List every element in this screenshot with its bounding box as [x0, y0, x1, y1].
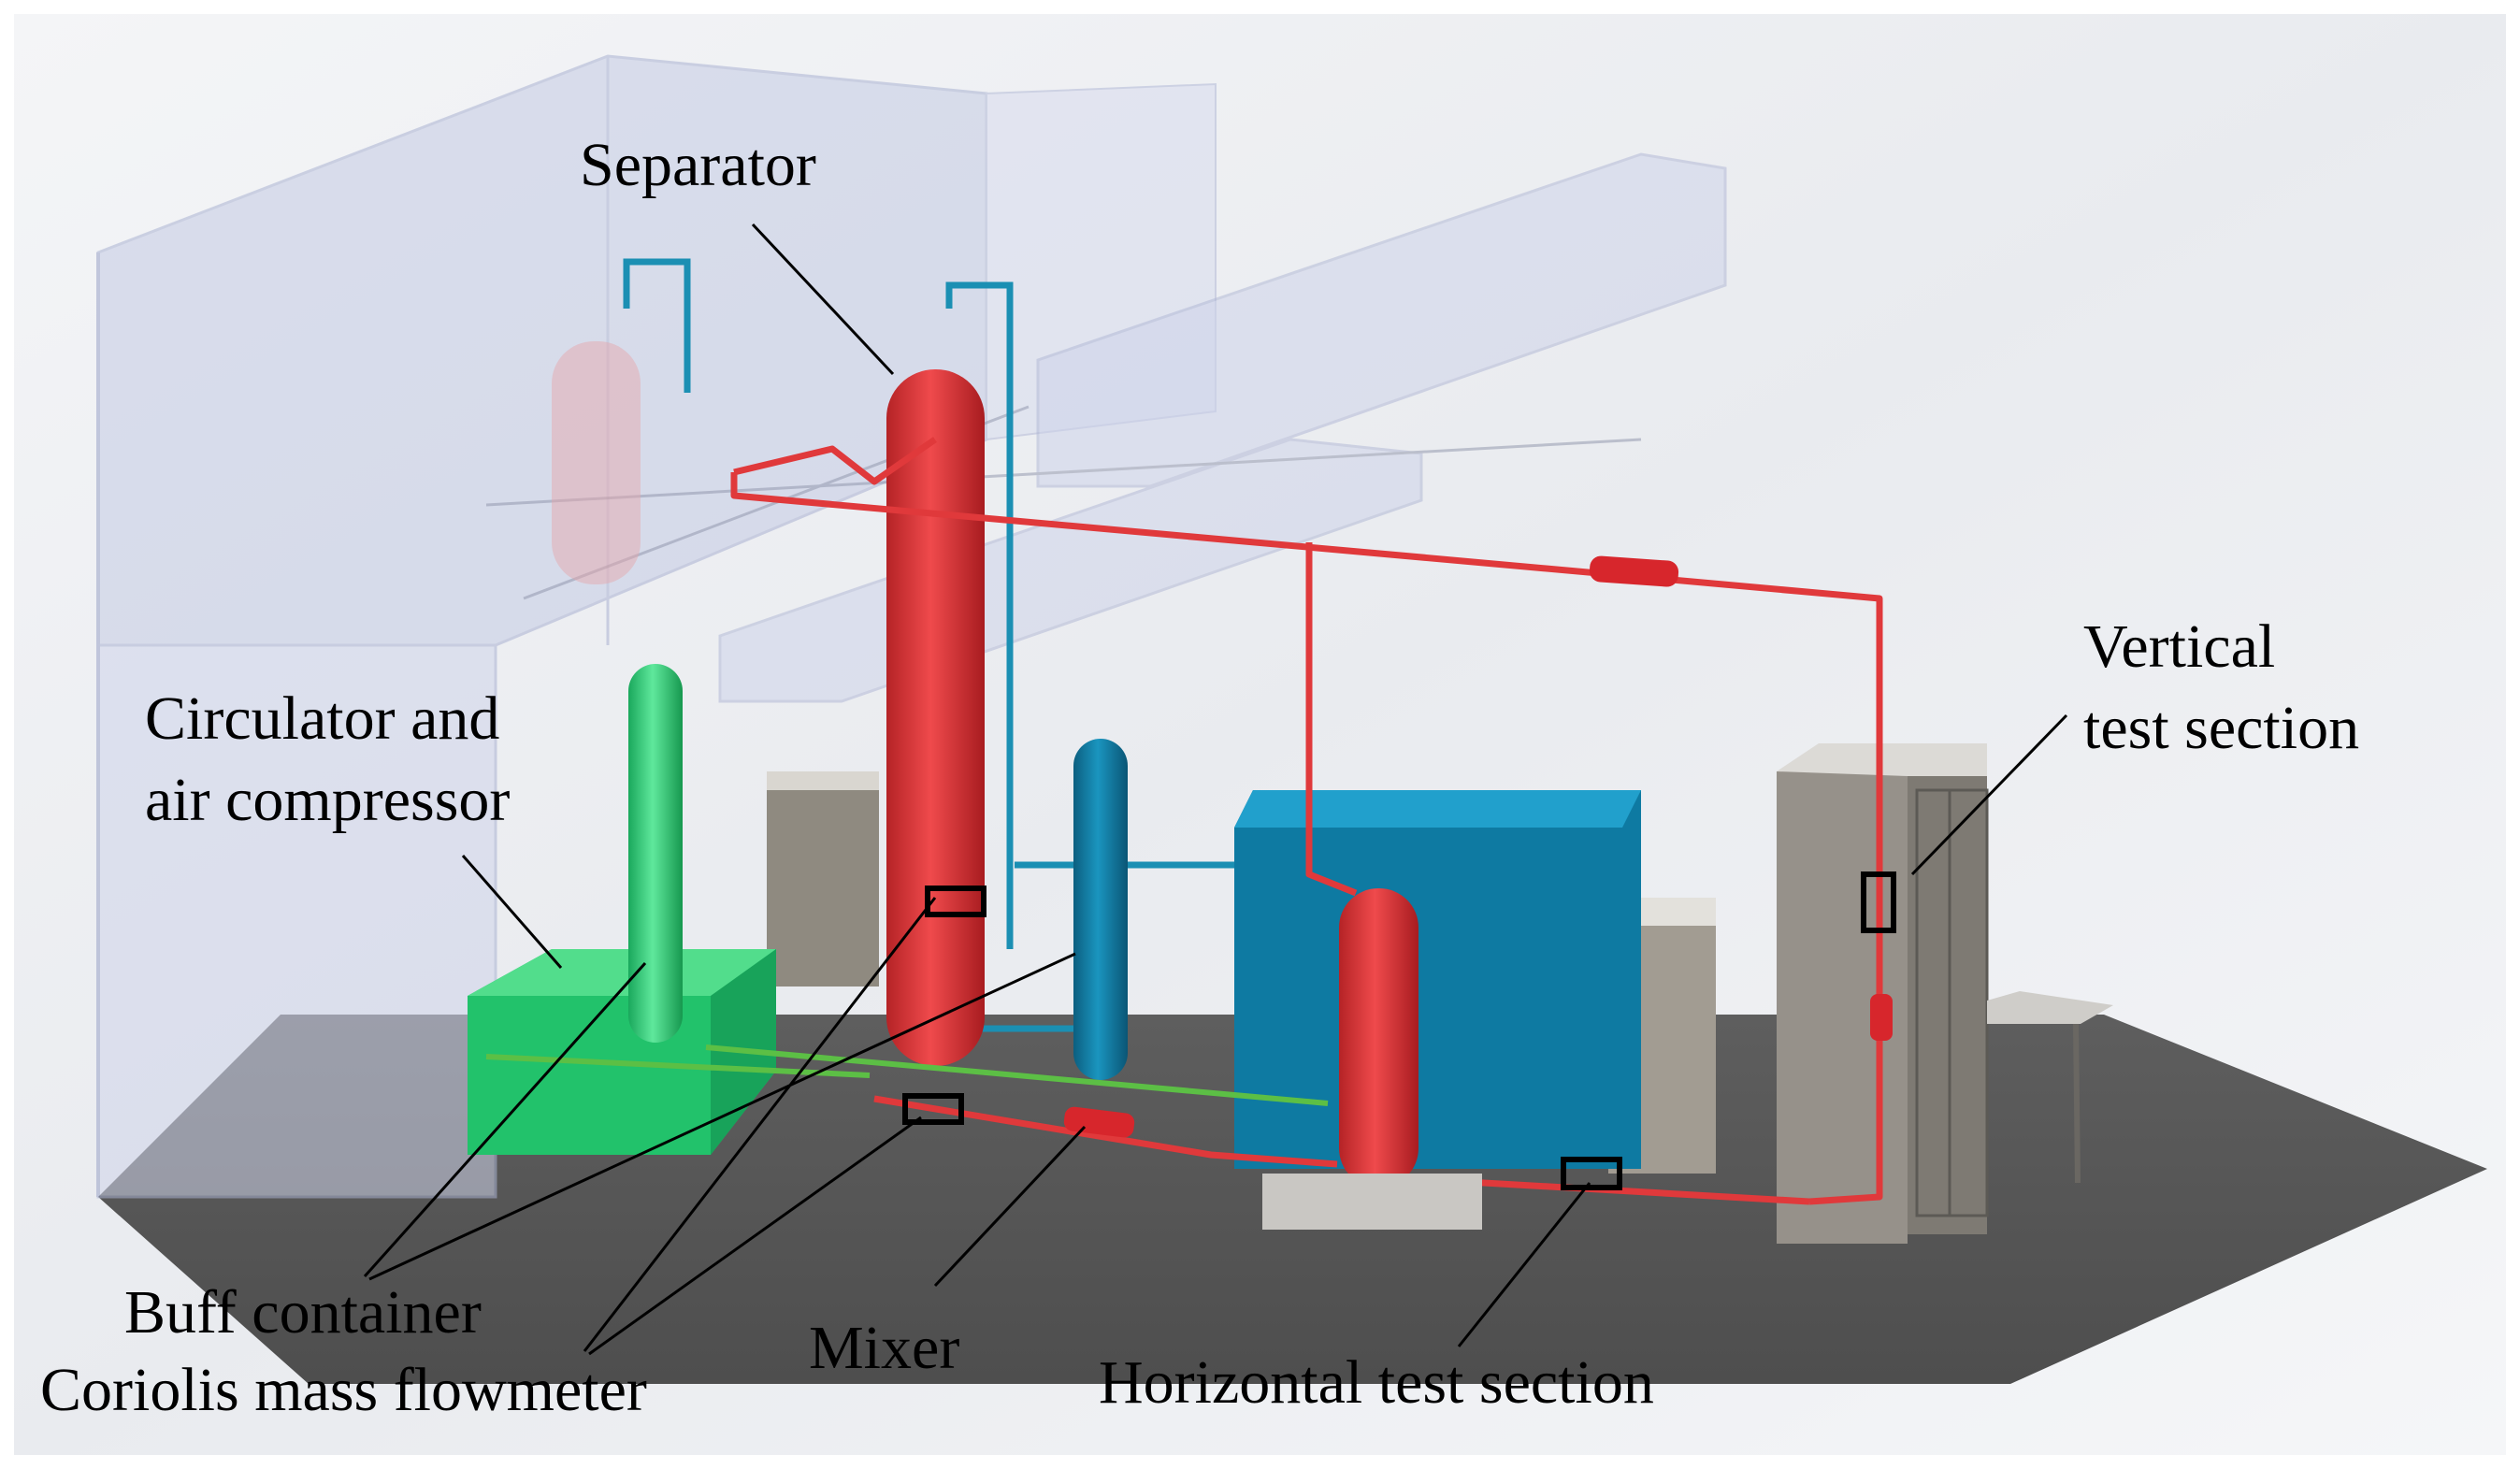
circulator-block [468, 949, 776, 1155]
flowmeter-marker-icon [902, 1093, 964, 1125]
label-vertical-line2: test section [2083, 694, 2359, 762]
label-circulator-line2: air compressor [145, 766, 510, 834]
label-separator: Separator [580, 131, 816, 199]
label-vertical-line1: Vertical [2083, 612, 2275, 681]
separator-vessel [886, 369, 985, 1066]
leader-lines [363, 223, 2068, 1356]
flowmeter-marker-icon [1861, 871, 1896, 933]
horizontal-flowmeter-body [1589, 555, 1679, 587]
concrete-pillar-left [767, 771, 879, 987]
label-mixer: Mixer [809, 1314, 959, 1382]
teal-tank [1234, 790, 1641, 1169]
flowmeter-marker-icon [925, 886, 986, 917]
label-horizontal: Horizontal test section [1099, 1348, 1654, 1417]
side-table [1987, 991, 2113, 1184]
flowmeter-marker-icon [1561, 1157, 1622, 1190]
small-red-vessel [1339, 888, 1418, 1188]
label-circulator-line1: Circulator and [145, 684, 499, 753]
buffer-container-vessel [1073, 739, 1128, 1080]
background-vessel [552, 341, 641, 584]
green-piping [485, 1044, 1329, 1106]
label-buff-container: Buff container [124, 1278, 482, 1347]
air-compressor-vessel [628, 664, 683, 1043]
vertical-pipe-fitting [1870, 994, 1893, 1041]
vertical-test-tower [1777, 743, 1989, 1244]
label-coriolis: Coriolis mass flowmeter [40, 1356, 647, 1424]
vessel-base-plate [1262, 1174, 1482, 1230]
